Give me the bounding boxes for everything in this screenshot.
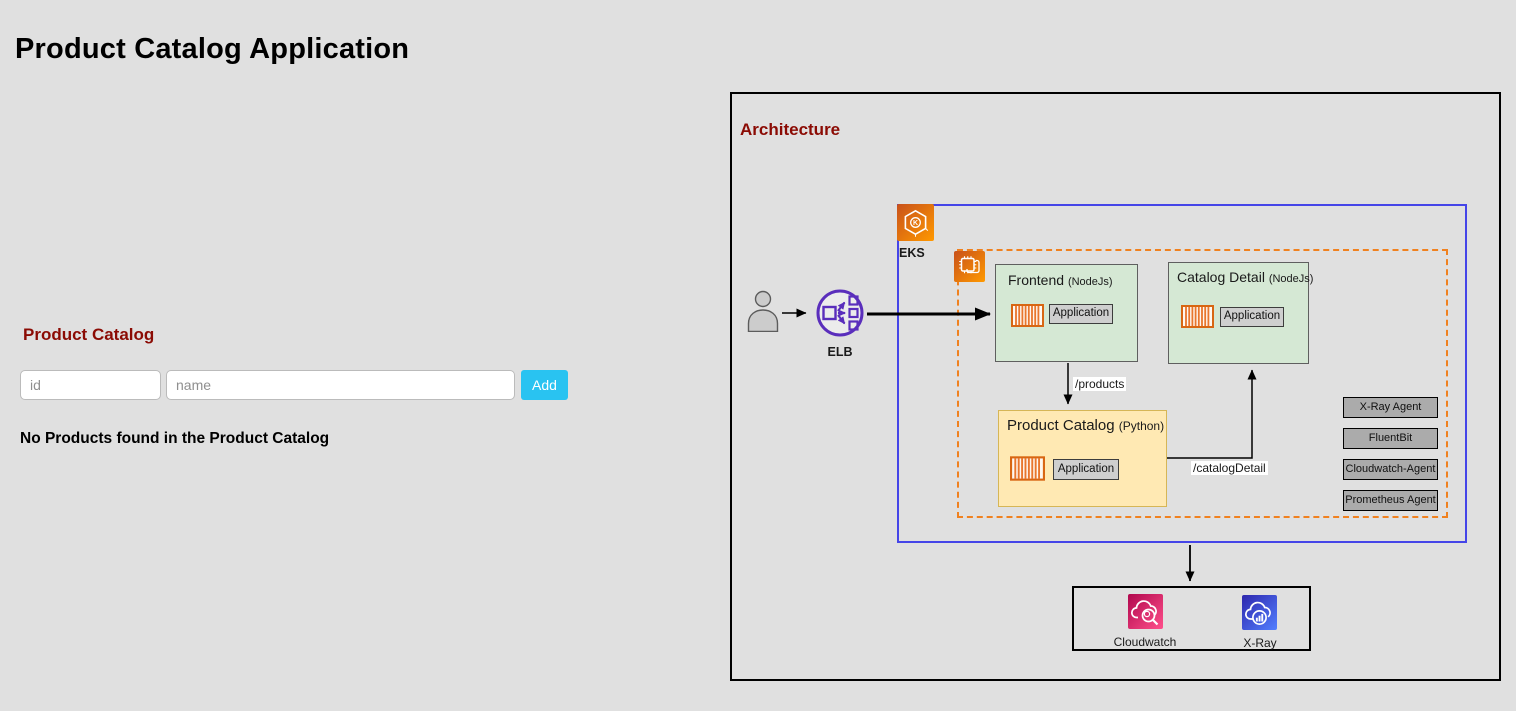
architecture-heading: Architecture [740, 120, 841, 139]
elb-label: ELB [827, 345, 853, 359]
architecture-container [730, 92, 1501, 681]
xray-label: X-Ray [1243, 636, 1277, 650]
product-catalog-title: Product Catalog (Python) [1007, 417, 1164, 434]
eks-icon: K [897, 204, 934, 241]
fargate-dashed-box [957, 249, 1448, 518]
container-icon [1011, 304, 1044, 327]
id-input[interactable] [20, 370, 161, 400]
add-button[interactable]: Add [521, 370, 568, 400]
frontend-title-text: Frontend [1008, 272, 1065, 288]
product-catalog-heading: Product Catalog [23, 325, 155, 344]
frontend-runtime: (NodeJs) [1067, 276, 1113, 288]
product-catalog-application-chip: Application [1053, 459, 1119, 480]
product-catalog-node: Product Catalog (Python) Application [998, 410, 1167, 507]
prometheus-agent-chip: Prometheus Agent [1343, 490, 1438, 511]
xray-agent-chip: X-Ray Agent [1343, 397, 1438, 418]
monitoring-box [1072, 586, 1311, 651]
compute-chip-icon [954, 251, 985, 282]
container-icon [1010, 456, 1045, 481]
product-catalog-runtime: (Python) [1118, 419, 1165, 433]
frontend-node: Frontend (NodeJs) Application [995, 264, 1138, 362]
frontend-title: Frontend (NodeJs) [1008, 272, 1113, 288]
container-icon [1181, 305, 1214, 328]
page-title: Product Catalog Application [15, 33, 410, 65]
xray-icon [1242, 595, 1277, 630]
catalog-detail-title-text: Catalog Detail [1177, 269, 1265, 285]
product-catalog-title-text: Product Catalog [1007, 417, 1115, 434]
eks-label: EKS [899, 246, 925, 260]
catalog-detail-runtime: (NodeJs) [1268, 273, 1314, 285]
empty-products-message: No Products found in the Product Catalog [20, 430, 330, 447]
user-icon [747, 290, 779, 332]
eks-cluster-box [897, 204, 1467, 543]
edge-label-products: /products [1073, 377, 1127, 391]
name-input[interactable] [166, 370, 515, 400]
catalog-detail-application-chip: Application [1220, 307, 1284, 327]
fluentbit-chip: FluentBit [1343, 428, 1438, 449]
catalog-detail-node: Catalog Detail (NodeJs) Application [1168, 262, 1313, 364]
svg-text:K: K [913, 220, 918, 227]
edge-label-catalog-detail: /catalogDetail [1191, 461, 1268, 475]
elb-icon [816, 289, 864, 337]
frontend-application-chip: Application [1049, 304, 1113, 324]
cloudwatch-agent-chip: Cloudwatch-Agent [1343, 459, 1438, 480]
cloudwatch-icon [1128, 594, 1163, 629]
cloudwatch-label: Cloudwatch [1113, 635, 1177, 649]
catalog-detail-title: Catalog Detail (NodeJs) [1177, 269, 1313, 285]
